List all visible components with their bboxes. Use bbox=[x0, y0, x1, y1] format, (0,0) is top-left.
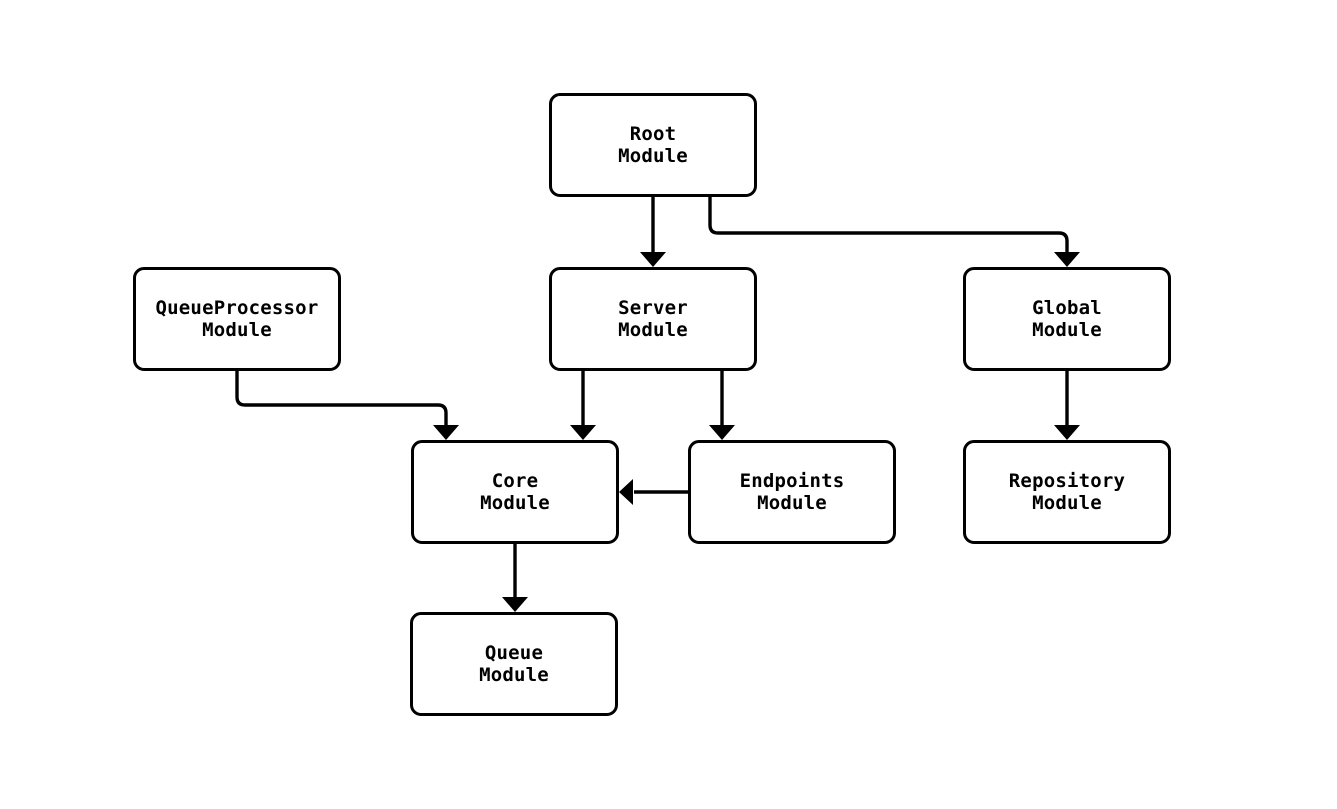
edge-endpoints-to-core bbox=[619, 479, 688, 505]
edge-global-to-repository bbox=[1054, 371, 1080, 440]
arrowhead-left-icon bbox=[619, 479, 633, 505]
edge-root-to-server bbox=[640, 197, 666, 267]
node-queue-module-label: Queue Module bbox=[479, 642, 549, 686]
arrowhead-down-icon bbox=[570, 425, 596, 440]
arrowhead-down-icon bbox=[502, 597, 528, 612]
node-global-module: Global Module bbox=[963, 267, 1171, 371]
edge-server-to-endpoints bbox=[709, 371, 735, 440]
node-server-module: Server Module bbox=[549, 267, 757, 371]
node-endpoints-module: Endpoints Module bbox=[688, 440, 896, 544]
edge-root-to-global bbox=[708, 197, 1080, 267]
arrowhead-down-icon bbox=[709, 425, 735, 440]
arrowhead-down-icon bbox=[1054, 252, 1080, 267]
node-root-module-label: Root Module bbox=[618, 123, 688, 167]
node-queueprocessor-module: QueueProcessor Module bbox=[133, 267, 341, 371]
edge-core-to-queue bbox=[502, 544, 528, 612]
node-queueprocessor-module-label: QueueProcessor Module bbox=[155, 297, 319, 341]
node-core-module: Core Module bbox=[411, 440, 619, 544]
node-repository-module-label: Repository Module bbox=[1008, 470, 1126, 514]
node-queue-module: Queue Module bbox=[410, 612, 618, 716]
node-server-module-label: Server Module bbox=[618, 297, 688, 341]
node-core-module-label: Core Module bbox=[480, 470, 550, 514]
arrowhead-down-icon bbox=[1054, 425, 1080, 440]
node-global-module-label: Global Module bbox=[1032, 297, 1102, 341]
edge-queueprocessor-to-core bbox=[235, 371, 459, 440]
arrowhead-down-icon bbox=[640, 252, 666, 267]
arrowhead-down-icon bbox=[433, 425, 459, 440]
edge-server-to-core bbox=[570, 371, 596, 440]
node-root-module: Root Module bbox=[549, 93, 757, 197]
node-endpoints-module-label: Endpoints Module bbox=[739, 470, 845, 514]
node-repository-module: Repository Module bbox=[963, 440, 1171, 544]
